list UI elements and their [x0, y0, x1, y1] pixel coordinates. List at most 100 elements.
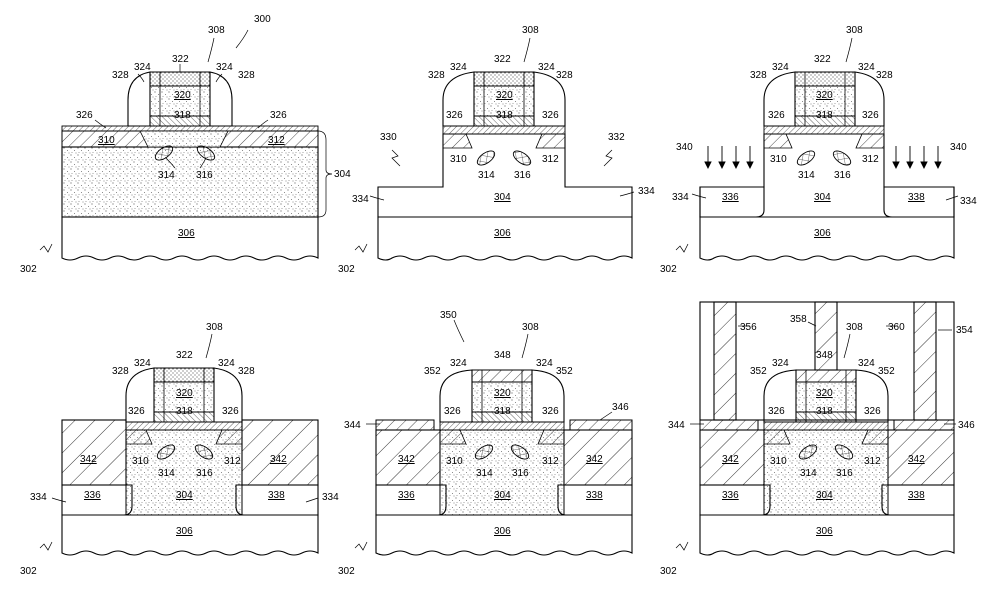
label-314: 314 — [158, 170, 175, 181]
label-314: 314 — [798, 170, 815, 181]
label-316: 316 — [836, 468, 853, 479]
label-302: 302 — [660, 566, 677, 577]
label-336: 336 — [84, 490, 101, 501]
label-310: 310 — [446, 456, 463, 467]
label-334-right: 334 — [638, 186, 655, 197]
label-334-left: 334 — [352, 194, 369, 205]
label-352-left: 352 — [750, 366, 767, 377]
label-324-right: 324 — [538, 62, 555, 73]
label-314: 314 — [800, 468, 817, 479]
label-336: 336 — [722, 192, 739, 203]
label-326-left: 326 — [444, 406, 461, 417]
label-302: 302 — [338, 264, 355, 275]
label-344: 344 — [344, 420, 361, 431]
label-324-left: 324 — [772, 62, 789, 73]
label-324-right: 324 — [536, 358, 553, 369]
label-326-right: 326 — [270, 110, 287, 121]
label-324-right: 324 — [216, 62, 233, 73]
label-354: 354 — [956, 325, 973, 336]
label-302: 302 — [20, 566, 37, 577]
label-304: 304 — [494, 490, 511, 501]
label-326-right: 326 — [222, 406, 239, 417]
label-330: 330 — [380, 132, 397, 143]
label-328-left: 328 — [112, 366, 129, 377]
label-316: 316 — [196, 468, 213, 479]
panel-3: 308 322 328 324 324 328 320 326 318 326 … — [660, 25, 977, 275]
panel-5: 350 308 348 352 324 324 352 320 326 318 … — [338, 310, 633, 577]
label-340-right: 340 — [950, 142, 967, 153]
label-352-right: 352 — [556, 366, 573, 377]
label-344: 344 — [668, 420, 685, 431]
label-346: 346 — [958, 420, 975, 431]
label-334-left: 334 — [672, 192, 689, 203]
label-340-left: 340 — [676, 142, 693, 153]
label-356: 356 — [740, 322, 757, 333]
label-318: 318 — [816, 406, 833, 417]
label-348: 348 — [494, 350, 511, 361]
label-326-left: 326 — [446, 110, 463, 121]
label-352-right: 352 — [878, 366, 895, 377]
label-338: 338 — [908, 490, 925, 501]
label-338: 338 — [586, 490, 603, 501]
label-306: 306 — [494, 526, 511, 537]
label-334-right: 334 — [960, 196, 977, 207]
label-312: 312 — [268, 135, 285, 146]
label-314: 314 — [476, 468, 493, 479]
label-348: 348 — [816, 350, 833, 361]
label-320: 320 — [816, 90, 833, 101]
label-310: 310 — [450, 154, 467, 165]
label-324-left: 324 — [134, 62, 151, 73]
label-318: 318 — [494, 406, 511, 417]
label-316: 316 — [512, 468, 529, 479]
label-318: 318 — [816, 110, 833, 121]
label-306: 306 — [816, 526, 833, 537]
panel-6: 356 358 360 354 308 348 352 324 324 352 … — [660, 301, 975, 577]
label-326-right: 326 — [864, 406, 881, 417]
label-358: 358 — [790, 314, 807, 325]
label-320: 320 — [816, 388, 833, 399]
label-308: 308 — [846, 322, 863, 333]
panel-1: 300 308 322 328 324 324 328 320 318 326 … — [20, 14, 351, 275]
label-318: 318 — [496, 110, 513, 121]
label-316: 316 — [196, 170, 213, 181]
label-320: 320 — [176, 388, 193, 399]
label-322: 322 — [176, 350, 193, 361]
label-328-right: 328 — [556, 70, 573, 81]
label-314: 314 — [478, 170, 495, 181]
label-342-left: 342 — [398, 454, 415, 465]
label-306: 306 — [494, 228, 511, 239]
label-304: 304 — [176, 490, 193, 501]
label-320: 320 — [174, 90, 191, 101]
label-312: 312 — [542, 456, 559, 467]
label-322: 322 — [172, 54, 189, 65]
label-308: 308 — [522, 322, 539, 333]
label-328-right: 328 — [876, 70, 893, 81]
label-336: 336 — [722, 490, 739, 501]
label-328-left: 328 — [428, 70, 445, 81]
label-306: 306 — [178, 228, 195, 239]
label-324-left: 324 — [450, 358, 467, 369]
label-342-right: 342 — [586, 454, 603, 465]
label-360: 360 — [888, 322, 905, 333]
label-326-right: 326 — [542, 110, 559, 121]
label-308: 308 — [522, 25, 539, 36]
label-334-left: 334 — [30, 492, 47, 503]
label-338: 338 — [268, 490, 285, 501]
label-310: 310 — [770, 456, 787, 467]
label-326-left: 326 — [768, 406, 785, 417]
label-324-right: 324 — [218, 358, 235, 369]
label-316: 316 — [514, 170, 531, 181]
label-328-left: 328 — [112, 70, 129, 81]
label-304: 304 — [816, 490, 833, 501]
label-306: 306 — [814, 228, 831, 239]
label-326-left: 326 — [768, 110, 785, 121]
label-306: 306 — [176, 526, 193, 537]
label-308: 308 — [846, 25, 863, 36]
label-328-right: 328 — [238, 366, 255, 377]
label-328-right: 328 — [238, 70, 255, 81]
label-310: 310 — [98, 135, 115, 146]
label-322: 322 — [814, 54, 831, 65]
label-304: 304 — [814, 192, 831, 203]
label-324-right: 324 — [858, 358, 875, 369]
label-314: 314 — [158, 468, 175, 479]
